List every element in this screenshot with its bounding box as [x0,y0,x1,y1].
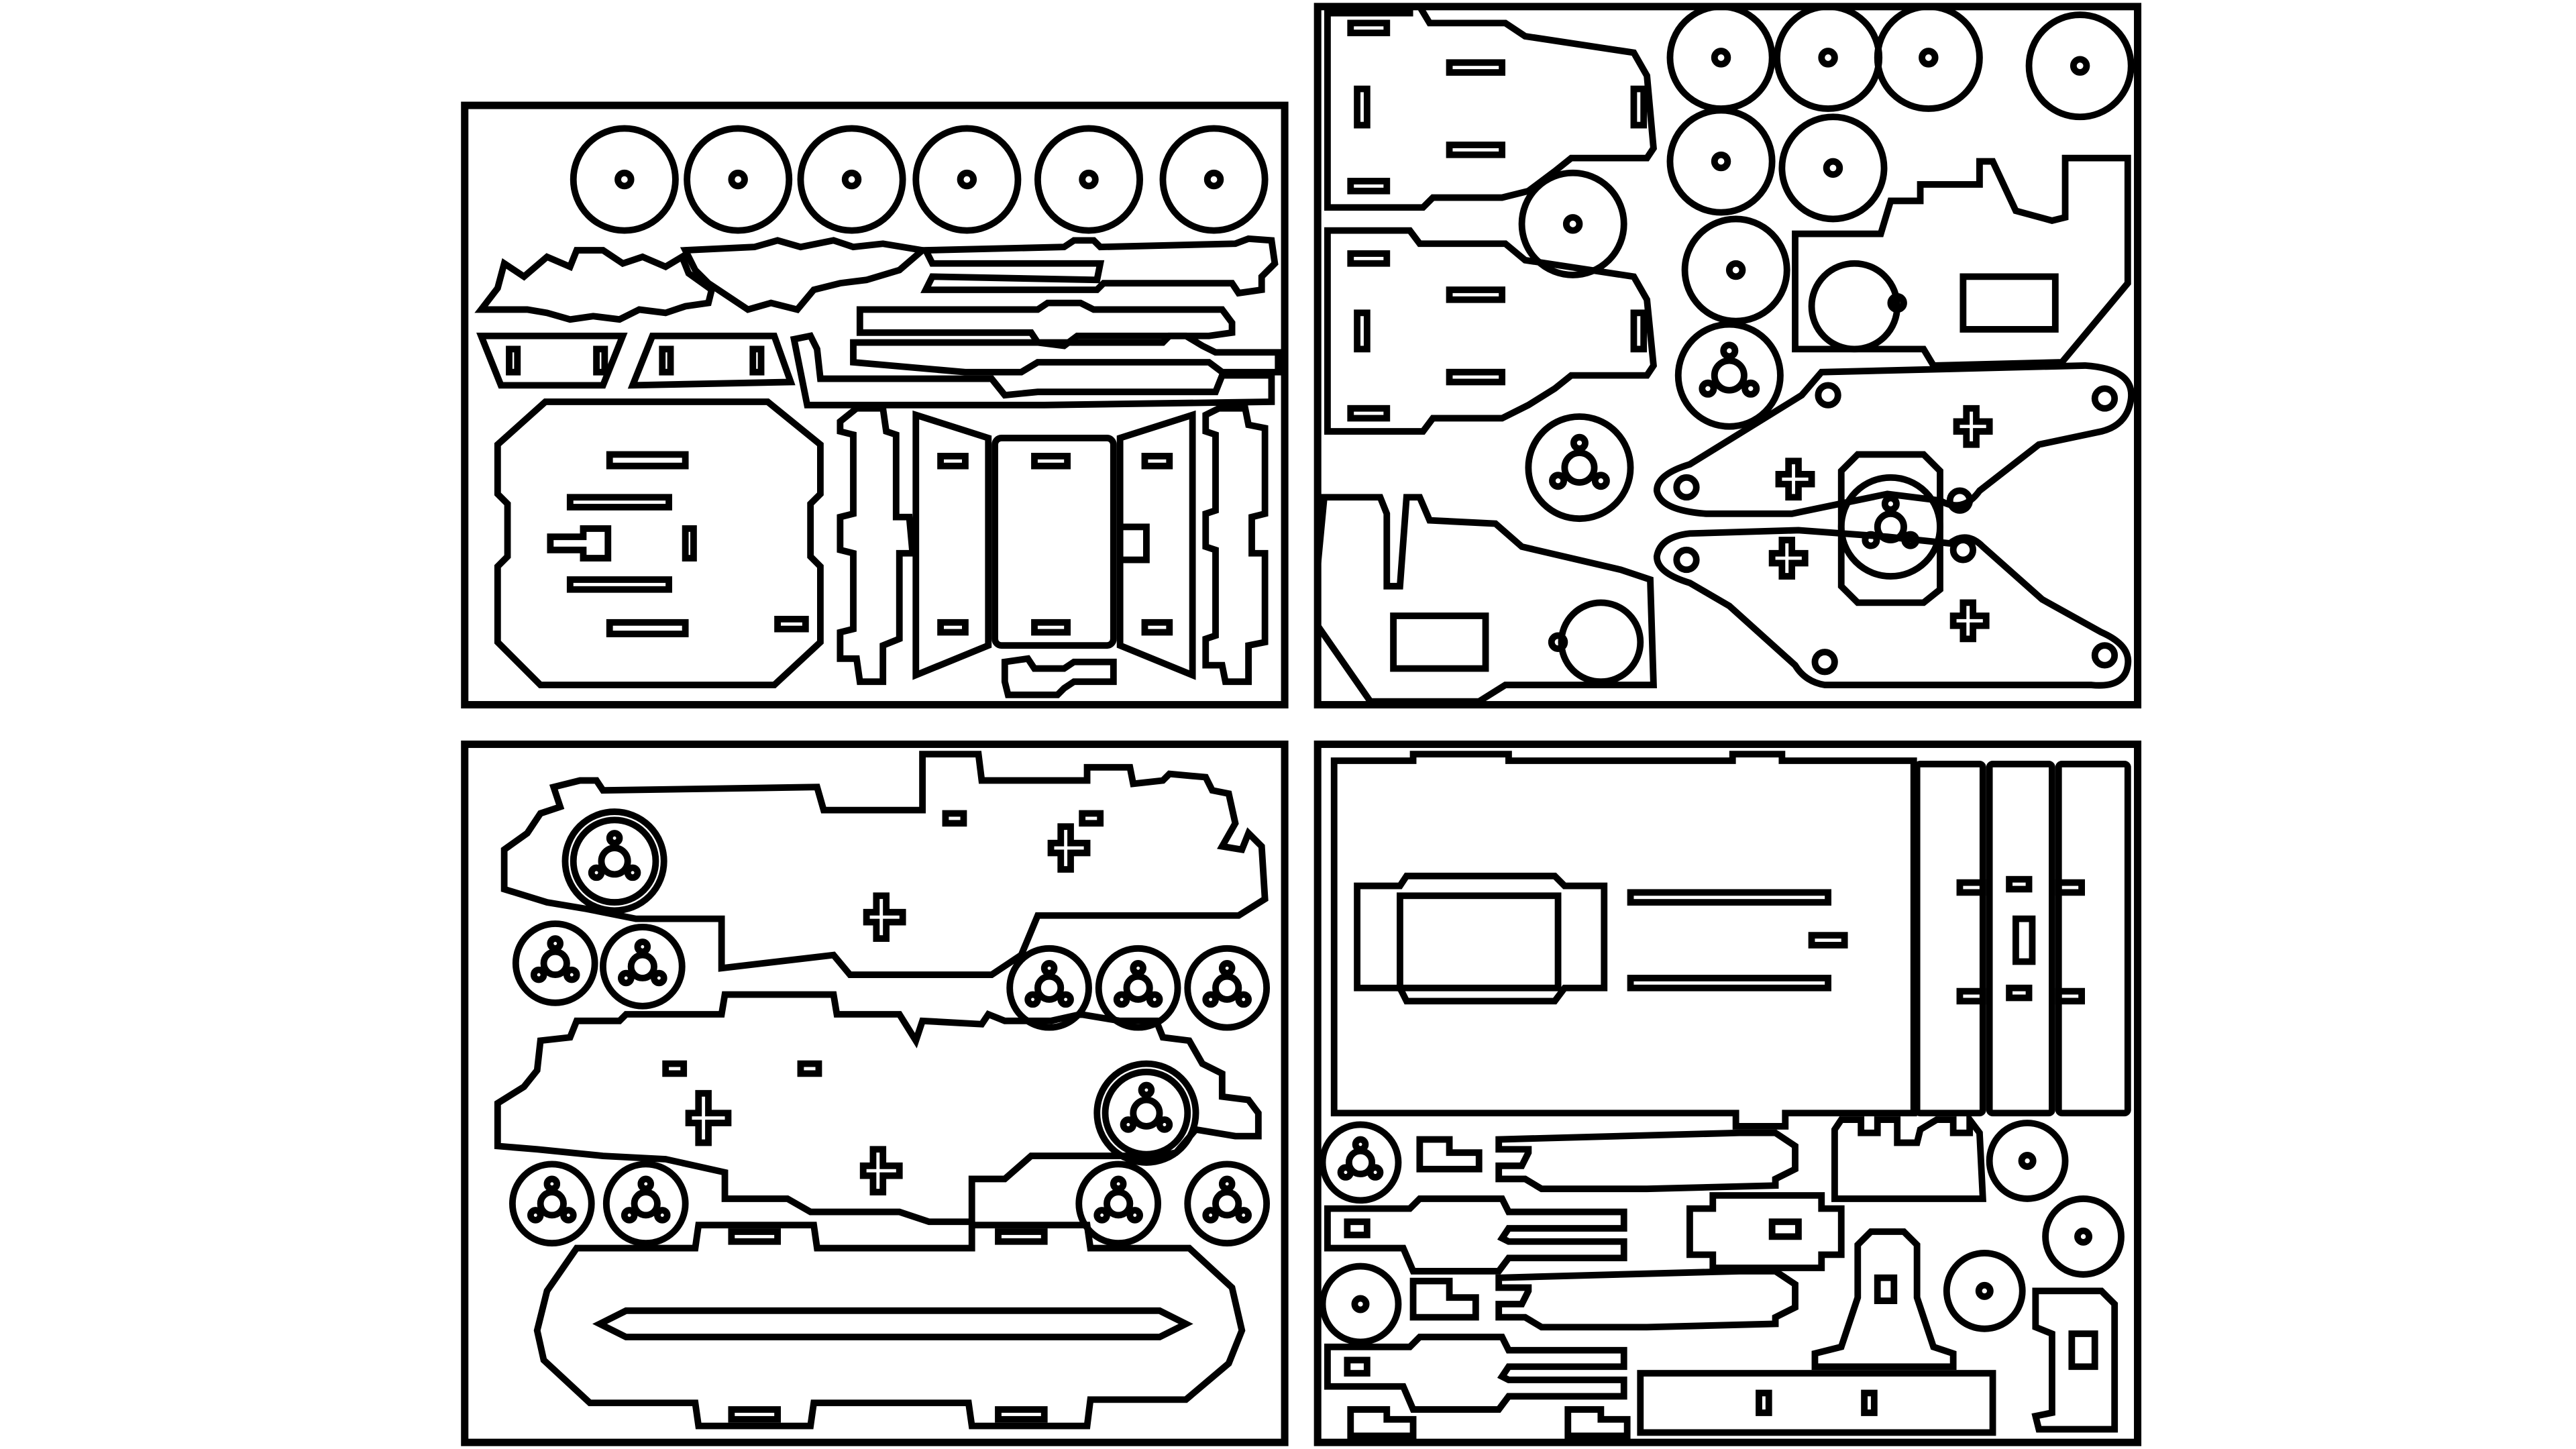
road-wheel [1034,125,1143,234]
turret-shell-part [1314,494,1657,705]
tall-strip [1986,761,2055,1117]
l-bracket [1564,1406,1631,1440]
side-bracket [476,332,628,389]
small-sprocket [602,1161,689,1247]
small-sprocket [1184,945,1270,1031]
long-rail [790,332,1275,409]
gun-rail [1495,1268,1799,1331]
panel-border [461,740,1289,1446]
gear-strip-part [680,237,930,313]
small-sprocket [1184,1161,1270,1247]
road-wheel [1666,3,1776,112]
road-wheel [1666,107,1776,216]
turret-front-panel [991,435,1117,649]
l-bracket [1409,1277,1479,1321]
sprocket-wheel [1093,1060,1199,1166]
long-rail [850,332,1282,376]
road-wheel [797,125,906,234]
gun-mantlet [1686,1192,1845,1271]
road-wheel [2042,1195,2125,1278]
road-wheel [1774,3,1883,112]
small-lever-part [1001,655,1117,698]
small-sprocket [1075,1161,1161,1247]
gear-strip-part [474,247,716,323]
sprocket-wheel [1319,1121,1402,1204]
tall-strip [1913,761,1986,1117]
turret-support [1811,1228,1957,1371]
track-side-strip [837,405,916,686]
base-plate [1330,751,1917,1130]
panel-border [461,101,1289,709]
gun-rail [1495,1129,1799,1193]
small-sprocket [1095,945,1181,1031]
long-rail [920,235,1279,297]
gun-rail [1324,1334,1627,1413]
hull-side-plate [1324,3,1657,211]
turret-shell-part [1792,154,2131,369]
suspension-arm [1653,527,2132,689]
drive-hub [1837,451,1943,606]
hull-side-long [500,751,1269,978]
tall-strip [2055,761,2131,1117]
hull-bottom-plate [533,1222,1246,1430]
road-wheel [1159,125,1269,234]
hull-side-long [494,991,1262,1226]
suspension-arm [1653,362,2135,517]
road-wheel [912,125,1022,234]
turret-side-panel [1116,410,1196,680]
track-side-strip [1202,405,1269,686]
side-bracket [627,332,796,389]
long-rail [856,299,1236,350]
sprocket-wheel [561,808,667,914]
road-wheel [1778,113,1888,223]
turret-side-panel [912,410,992,680]
road-wheel [1681,215,1790,325]
side-bracket-tall [2031,1287,2118,1433]
small-sprocket [512,920,598,1006]
panel-bottom-left [461,740,1289,1446]
road-wheel [1874,3,1983,112]
road-wheel [1986,1120,2069,1202]
road-wheel [1319,1263,1402,1346]
l-bracket [1416,1136,1483,1173]
bottom-bar [1637,1370,1996,1436]
sprocket-wheel [1674,321,1784,430]
small-sprocket [599,924,686,1010]
gun-rail-slot [1344,1356,1371,1377]
clamp-piece [1831,1110,1986,1202]
l-bracket [1347,1406,1417,1440]
panel-top-left [461,101,1289,709]
small-sprocket [1006,945,1092,1031]
gun-rail [1324,1195,1627,1275]
hull-deck-plate [494,398,824,688]
road-wheel [570,125,679,234]
panel-top-right [1313,3,2142,709]
small-sprocket [508,1161,595,1247]
sprocket-wheel [1525,413,1634,523]
road-wheel [2025,11,2135,121]
hull-side-plate [1324,227,1657,435]
road-wheel [1518,169,1627,278]
panel-bottom-right [1313,740,2142,1446]
wheel-row [570,125,1269,234]
panel-border [1313,740,2142,1446]
road-wheel [1943,1250,2026,1332]
gun-rail-slot [1344,1218,1371,1238]
road-wheel [684,125,793,234]
